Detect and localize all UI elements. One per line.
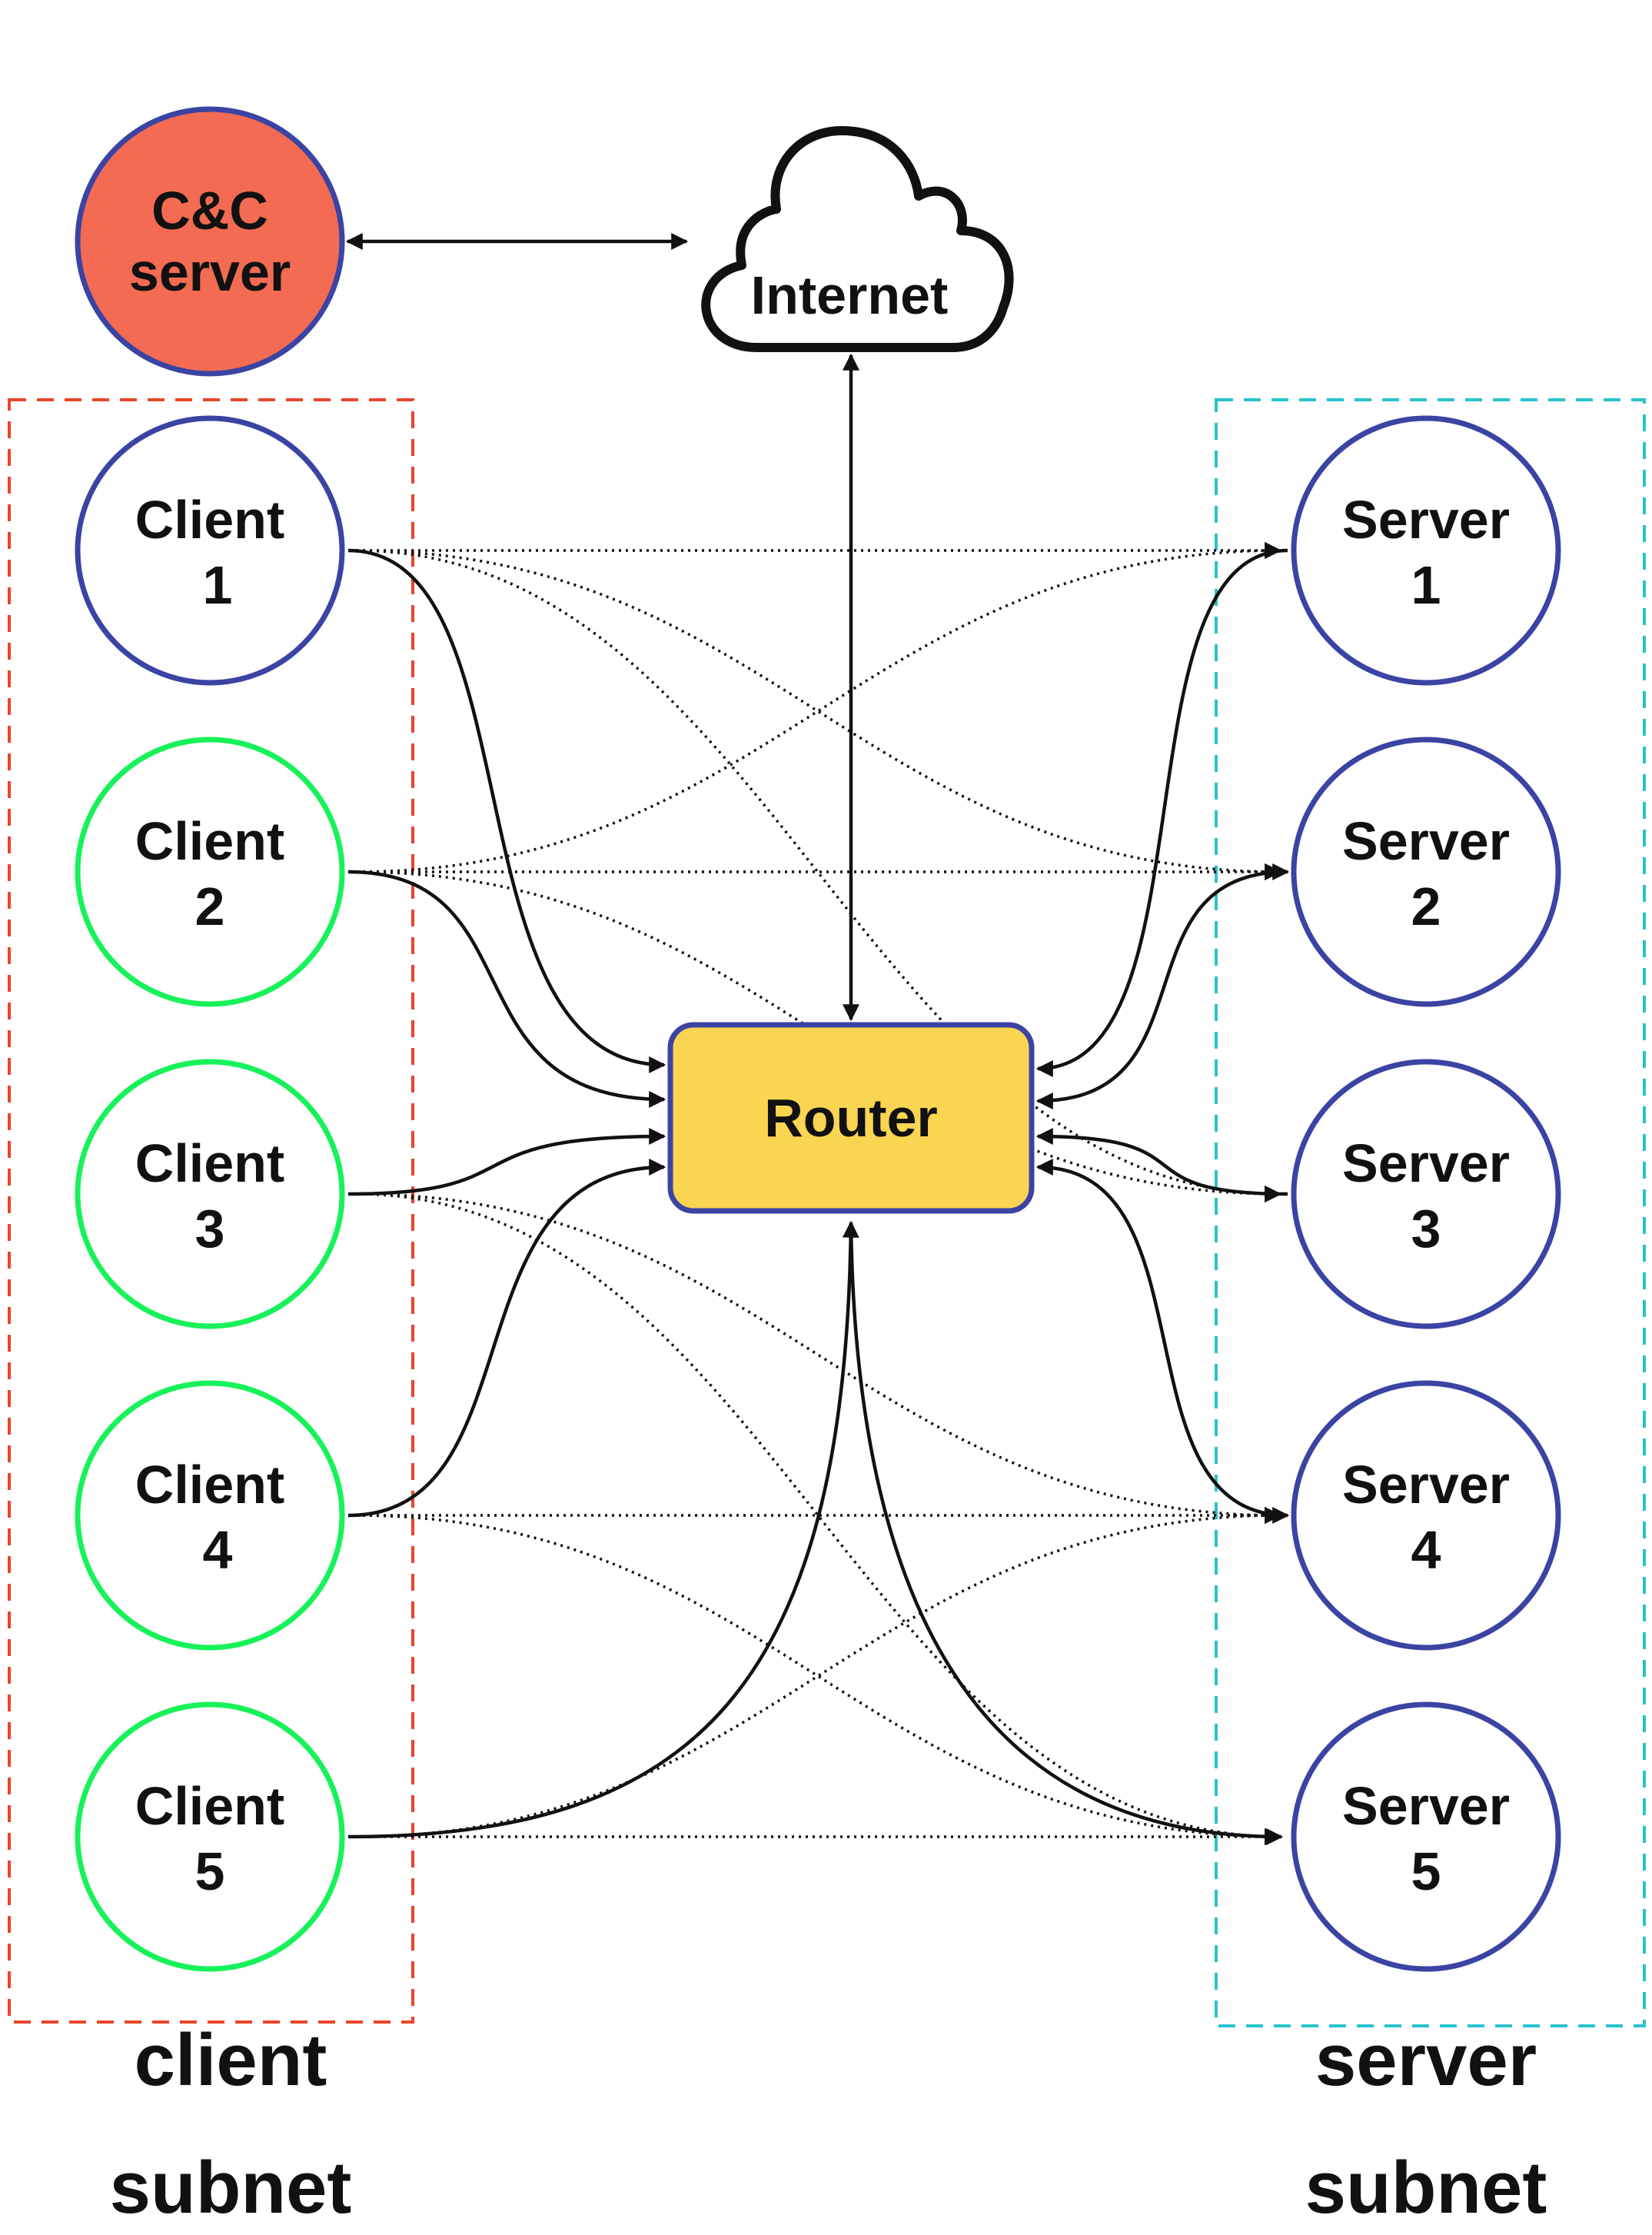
- server-2-label-line1: Server: [1342, 811, 1510, 871]
- server-5-label-line2: 5: [1411, 1841, 1441, 1901]
- cnc-server-border: [75, 106, 345, 377]
- cnc-server-label-line1: C&C: [151, 181, 268, 241]
- server-1-label-line2: 1: [1411, 555, 1441, 615]
- client-node-4[interactable]: Client 4: [75, 1380, 345, 1651]
- solid-edges: [345, 233, 1290, 1845]
- server-2-circle: [1291, 737, 1561, 1007]
- solid-edge-server2-router: [1035, 863, 1290, 1109]
- client-subnet-label-line2: subnet: [110, 2147, 352, 2229]
- server-3-label-line2: 3: [1411, 1199, 1441, 1259]
- client-node-1[interactable]: Client 1: [75, 415, 345, 686]
- solid-edge-server4-router: [1035, 1159, 1290, 1524]
- client-3-circle: [75, 1059, 345, 1329]
- server-node-1[interactable]: Server 1: [1291, 415, 1561, 686]
- client-subnet-box: [8, 398, 414, 2024]
- client-4-label-line1: Client: [135, 1455, 284, 1515]
- server-2-label-line2: 2: [1411, 876, 1441, 936]
- server-1-circle: [1291, 415, 1561, 686]
- dotted-edge-client1-server3: [355, 549, 1282, 1202]
- server-subnet-label-line1: server: [1315, 2019, 1537, 2101]
- client-3-label-line2: 3: [195, 1199, 225, 1259]
- router-border: [667, 1022, 1035, 1214]
- solid-edge-client5-router: [347, 1220, 859, 1839]
- server-4-circle: [1291, 1380, 1561, 1651]
- client-1-circle: [75, 415, 345, 686]
- router-label: Router: [764, 1088, 938, 1148]
- dotted-edge-client4-server5: [355, 1514, 1282, 1845]
- server-node-5[interactable]: Server 5: [1291, 1701, 1561, 1972]
- client-4-circle: [75, 1380, 345, 1651]
- cnc-server-circle: [78, 109, 342, 374]
- server-subnet-label-line2: subnet: [1305, 2147, 1547, 2229]
- solid-edge-client3-router: [347, 1128, 666, 1196]
- server-4-label-line2: 4: [1411, 1520, 1441, 1580]
- cnc-server-node[interactable]: C&C server: [75, 106, 345, 377]
- client-5-circle: [75, 1701, 345, 1972]
- cloud-icon: [701, 126, 1014, 352]
- solid-edge-client1-router: [347, 548, 666, 1073]
- client-node-5[interactable]: Client 5: [75, 1701, 345, 1972]
- server-3-label-line1: Server: [1342, 1133, 1510, 1193]
- client-2-circle: [75, 737, 345, 1007]
- dotted-edge-client2-server1: [355, 542, 1282, 873]
- dotted-edge-client3-server5: [355, 1192, 1282, 1845]
- solid-edge-server3-router: [1035, 1128, 1288, 1196]
- solid-edge-client4-router: [347, 1159, 666, 1518]
- client-node-2[interactable]: Client 2: [75, 737, 345, 1007]
- server-4-label-line1: Server: [1342, 1455, 1510, 1515]
- internet-label: Internet: [751, 265, 949, 325]
- client-subnet-label-line1: client: [135, 2019, 327, 2101]
- client-5-label-line2: 5: [195, 1841, 225, 1901]
- solid-edge-router-server5: [849, 1223, 1284, 1845]
- client-3-label-line1: Client: [135, 1133, 284, 1193]
- client-5-label-line1: Client: [135, 1776, 284, 1836]
- client-2-label-line1: Client: [135, 811, 284, 871]
- server-3-circle: [1291, 1059, 1561, 1329]
- client-1-label-line2: 1: [203, 555, 233, 615]
- dotted-edge-client5-server4: [355, 1507, 1282, 1838]
- server-5-circle: [1291, 1701, 1561, 1972]
- client-node-3[interactable]: Client 3: [75, 1059, 345, 1329]
- client-1-label-line1: Client: [135, 490, 284, 550]
- server-node-2[interactable]: Server 2: [1291, 737, 1561, 1007]
- router-box: [670, 1025, 1032, 1211]
- server-1-label-line1: Server: [1342, 490, 1510, 550]
- server-5-label-line1: Server: [1342, 1776, 1510, 1836]
- client-4-label-line2: 4: [203, 1520, 233, 1580]
- dotted-edge-client3-server4: [355, 1192, 1282, 1524]
- cnc-server-label-line2: server: [129, 242, 291, 302]
- router-node[interactable]: Router: [667, 1022, 1035, 1214]
- internet-node[interactable]: Internet: [701, 126, 1014, 352]
- dotted-edge-client1-server2: [355, 549, 1282, 880]
- client-2-label-line2: 2: [195, 876, 225, 936]
- server-node-3[interactable]: Server 3: [1291, 1059, 1561, 1329]
- solid-edge-client2-router: [347, 870, 666, 1108]
- server-node-4[interactable]: Server 4: [1291, 1380, 1561, 1651]
